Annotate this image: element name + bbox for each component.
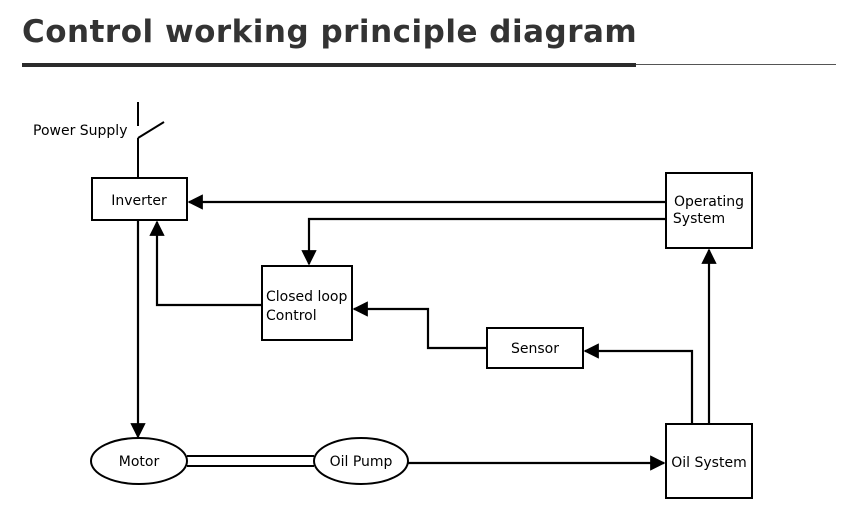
arrow-sensor-to-closed-loop: [352, 301, 487, 350]
motor-label: Motor: [119, 454, 160, 470]
closed-loop-label-line1: Closed loop: [266, 289, 347, 305]
arrow-closed-loop-to-inverter: [149, 220, 262, 307]
oil-pump-label: Oil Pump: [330, 454, 393, 470]
power-supply-label: Power Supply: [33, 123, 128, 139]
motor-pump-shaft: [187, 455, 314, 467]
page-title: Control working principle diagram: [22, 14, 638, 50]
arrow-oil-system-to-sensor: [583, 343, 694, 424]
power-switch: [137, 102, 165, 178]
title-underline-extension: [636, 64, 836, 65]
oil-system-label: Oil System: [671, 455, 746, 471]
oil-system-box: [665, 423, 753, 499]
title-underline: [22, 63, 636, 67]
closed-loop-label-line2: Control: [266, 308, 317, 324]
operating-system-label-line1: Operating: [674, 194, 744, 210]
oil-pump-ellipse: [313, 437, 409, 485]
sensor-label: Sensor: [511, 341, 559, 357]
inverter-label: Inverter: [111, 193, 167, 209]
operating-system-label-line2: System: [673, 211, 725, 227]
operating-system-box: [665, 172, 753, 249]
closed-loop-box: [261, 265, 353, 341]
arrow-os-to-closed-loop: [301, 217, 666, 266]
inverter-box: [91, 177, 188, 221]
